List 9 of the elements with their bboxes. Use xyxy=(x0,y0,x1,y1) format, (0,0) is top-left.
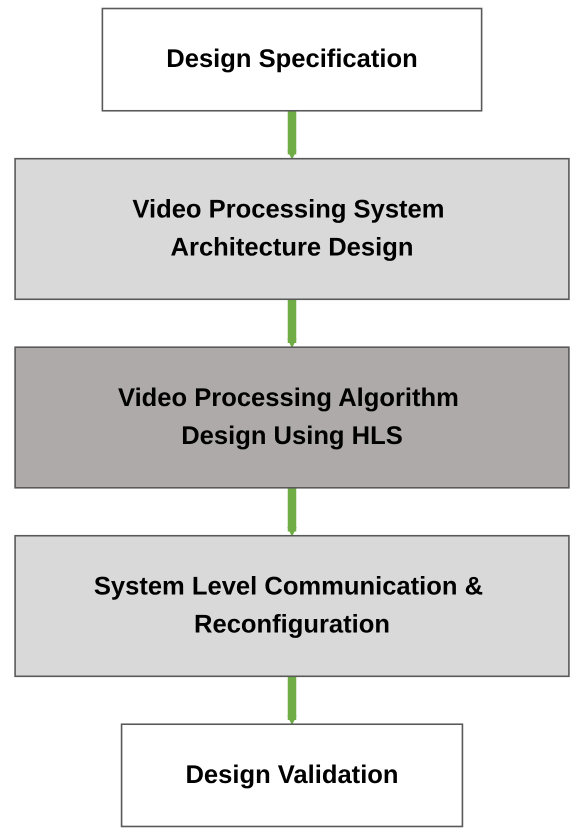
arrow xyxy=(287,488,297,536)
arrow xyxy=(287,676,297,725)
node-box: Video Processing Algorithm Design Using HLS xyxy=(14,346,570,489)
node-box: System Level Communication & Reconfiguration xyxy=(14,534,570,678)
node-box: Design Specification xyxy=(102,8,482,112)
node-box: Design Validation xyxy=(120,723,464,828)
arrow xyxy=(287,299,297,348)
arrow xyxy=(287,110,297,160)
node-box: Video Processing System Architecture Design xyxy=(14,158,570,300)
